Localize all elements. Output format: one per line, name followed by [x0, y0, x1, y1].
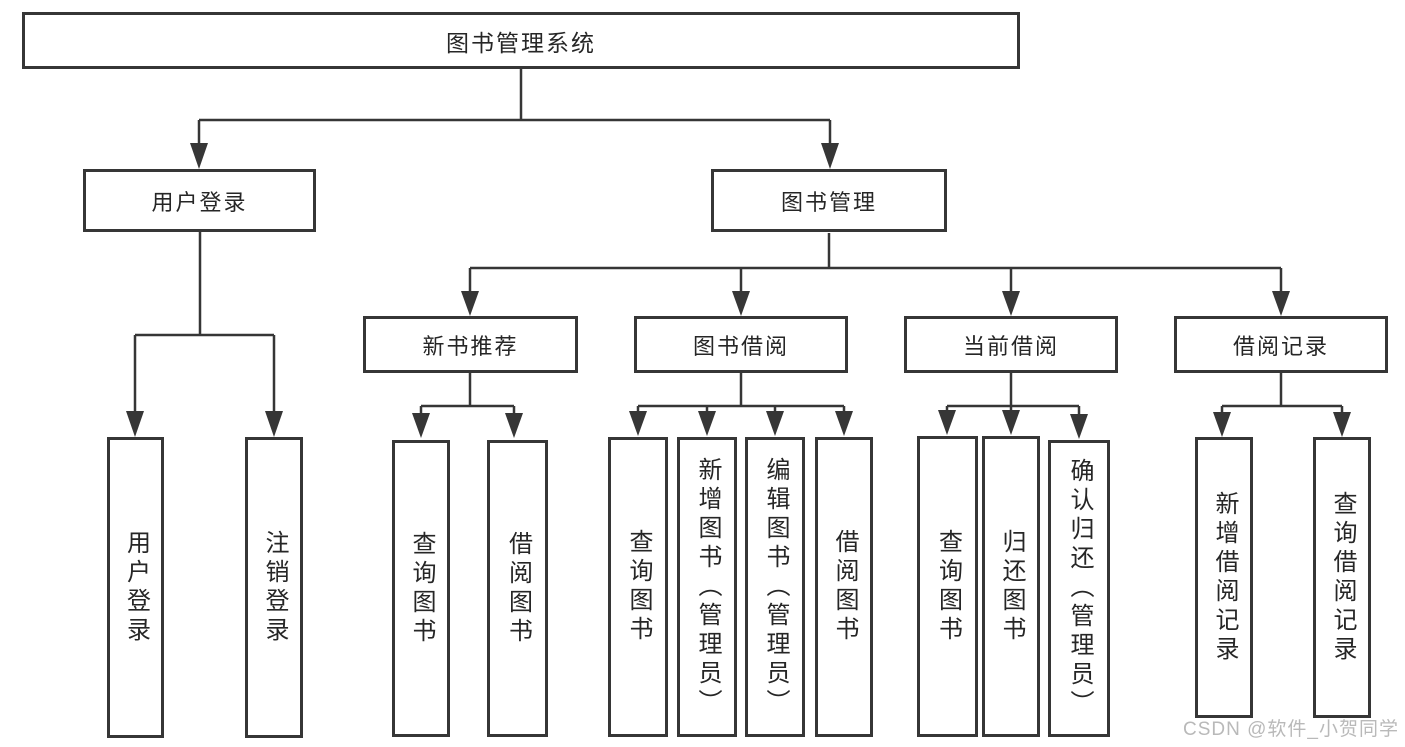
node-label: 用户登录: [122, 529, 150, 646]
leaf-edit-books-admin: 编辑图书（管理员）: [745, 437, 805, 737]
node-label: 用户登录: [151, 189, 248, 215]
node-label: 查询图书: [934, 528, 962, 645]
node-label: 图书借阅: [692, 333, 789, 359]
node-book-management: 图书管理: [711, 169, 947, 232]
node-label: 借阅图书: [504, 530, 532, 647]
node-label: 查询图书: [408, 530, 435, 647]
leaf-add-borrow-record: 新增借阅记录: [1195, 437, 1253, 718]
node-label: 查询借阅记录: [1329, 490, 1356, 665]
node-label: 新书推荐: [422, 333, 519, 359]
node-label: 借阅图书: [831, 529, 858, 645]
leaf-query-books-1: 查询图书: [392, 440, 450, 737]
leaf-confirm-return-admin: 确认归还（管理员）: [1048, 440, 1110, 737]
leaf-return-books: 归还图书: [982, 436, 1040, 737]
node-label: 图书管理: [780, 189, 877, 215]
leaf-query-borrow-record: 查询借阅记录: [1313, 437, 1371, 718]
node-current-borrowing: 当前借阅: [904, 316, 1118, 373]
leaf-borrow-books-1: 借阅图书: [487, 440, 548, 737]
node-library-management-system: 图书管理系统: [22, 12, 1020, 69]
node-label: 注销登录: [261, 529, 288, 646]
leaf-add-books-admin: 新增图书（管理员）: [677, 437, 737, 737]
node-label: 新增借阅记录: [1211, 490, 1238, 665]
node-user-login: 用户登录: [83, 169, 316, 232]
leaf-user-login: 用户登录: [107, 437, 164, 738]
node-label: 借阅记录: [1232, 333, 1329, 359]
leaf-query-books-2: 查询图书: [608, 437, 668, 737]
node-label: 查询图书: [625, 529, 652, 645]
node-new-book-recommendation: 新书推荐: [363, 316, 578, 373]
leaf-borrow-books-2: 借阅图书: [815, 437, 873, 737]
node-label: 归还图书: [998, 528, 1025, 645]
node-label: 确认归还（管理员）: [1066, 458, 1093, 719]
leaf-logout: 注销登录: [245, 437, 303, 738]
node-label: 图书管理系统: [446, 29, 596, 56]
leaf-query-books-3: 查询图书: [917, 436, 978, 737]
node-label: 新增图书（管理员）: [694, 456, 721, 718]
node-book-borrowing: 图书借阅: [634, 316, 848, 373]
node-label: 当前借阅: [962, 333, 1059, 359]
node-label: 编辑图书（管理员）: [762, 456, 789, 718]
csdn-watermark: CSDN @软件_小贺同学: [1183, 719, 1399, 740]
node-borrowing-records: 借阅记录: [1174, 316, 1388, 373]
